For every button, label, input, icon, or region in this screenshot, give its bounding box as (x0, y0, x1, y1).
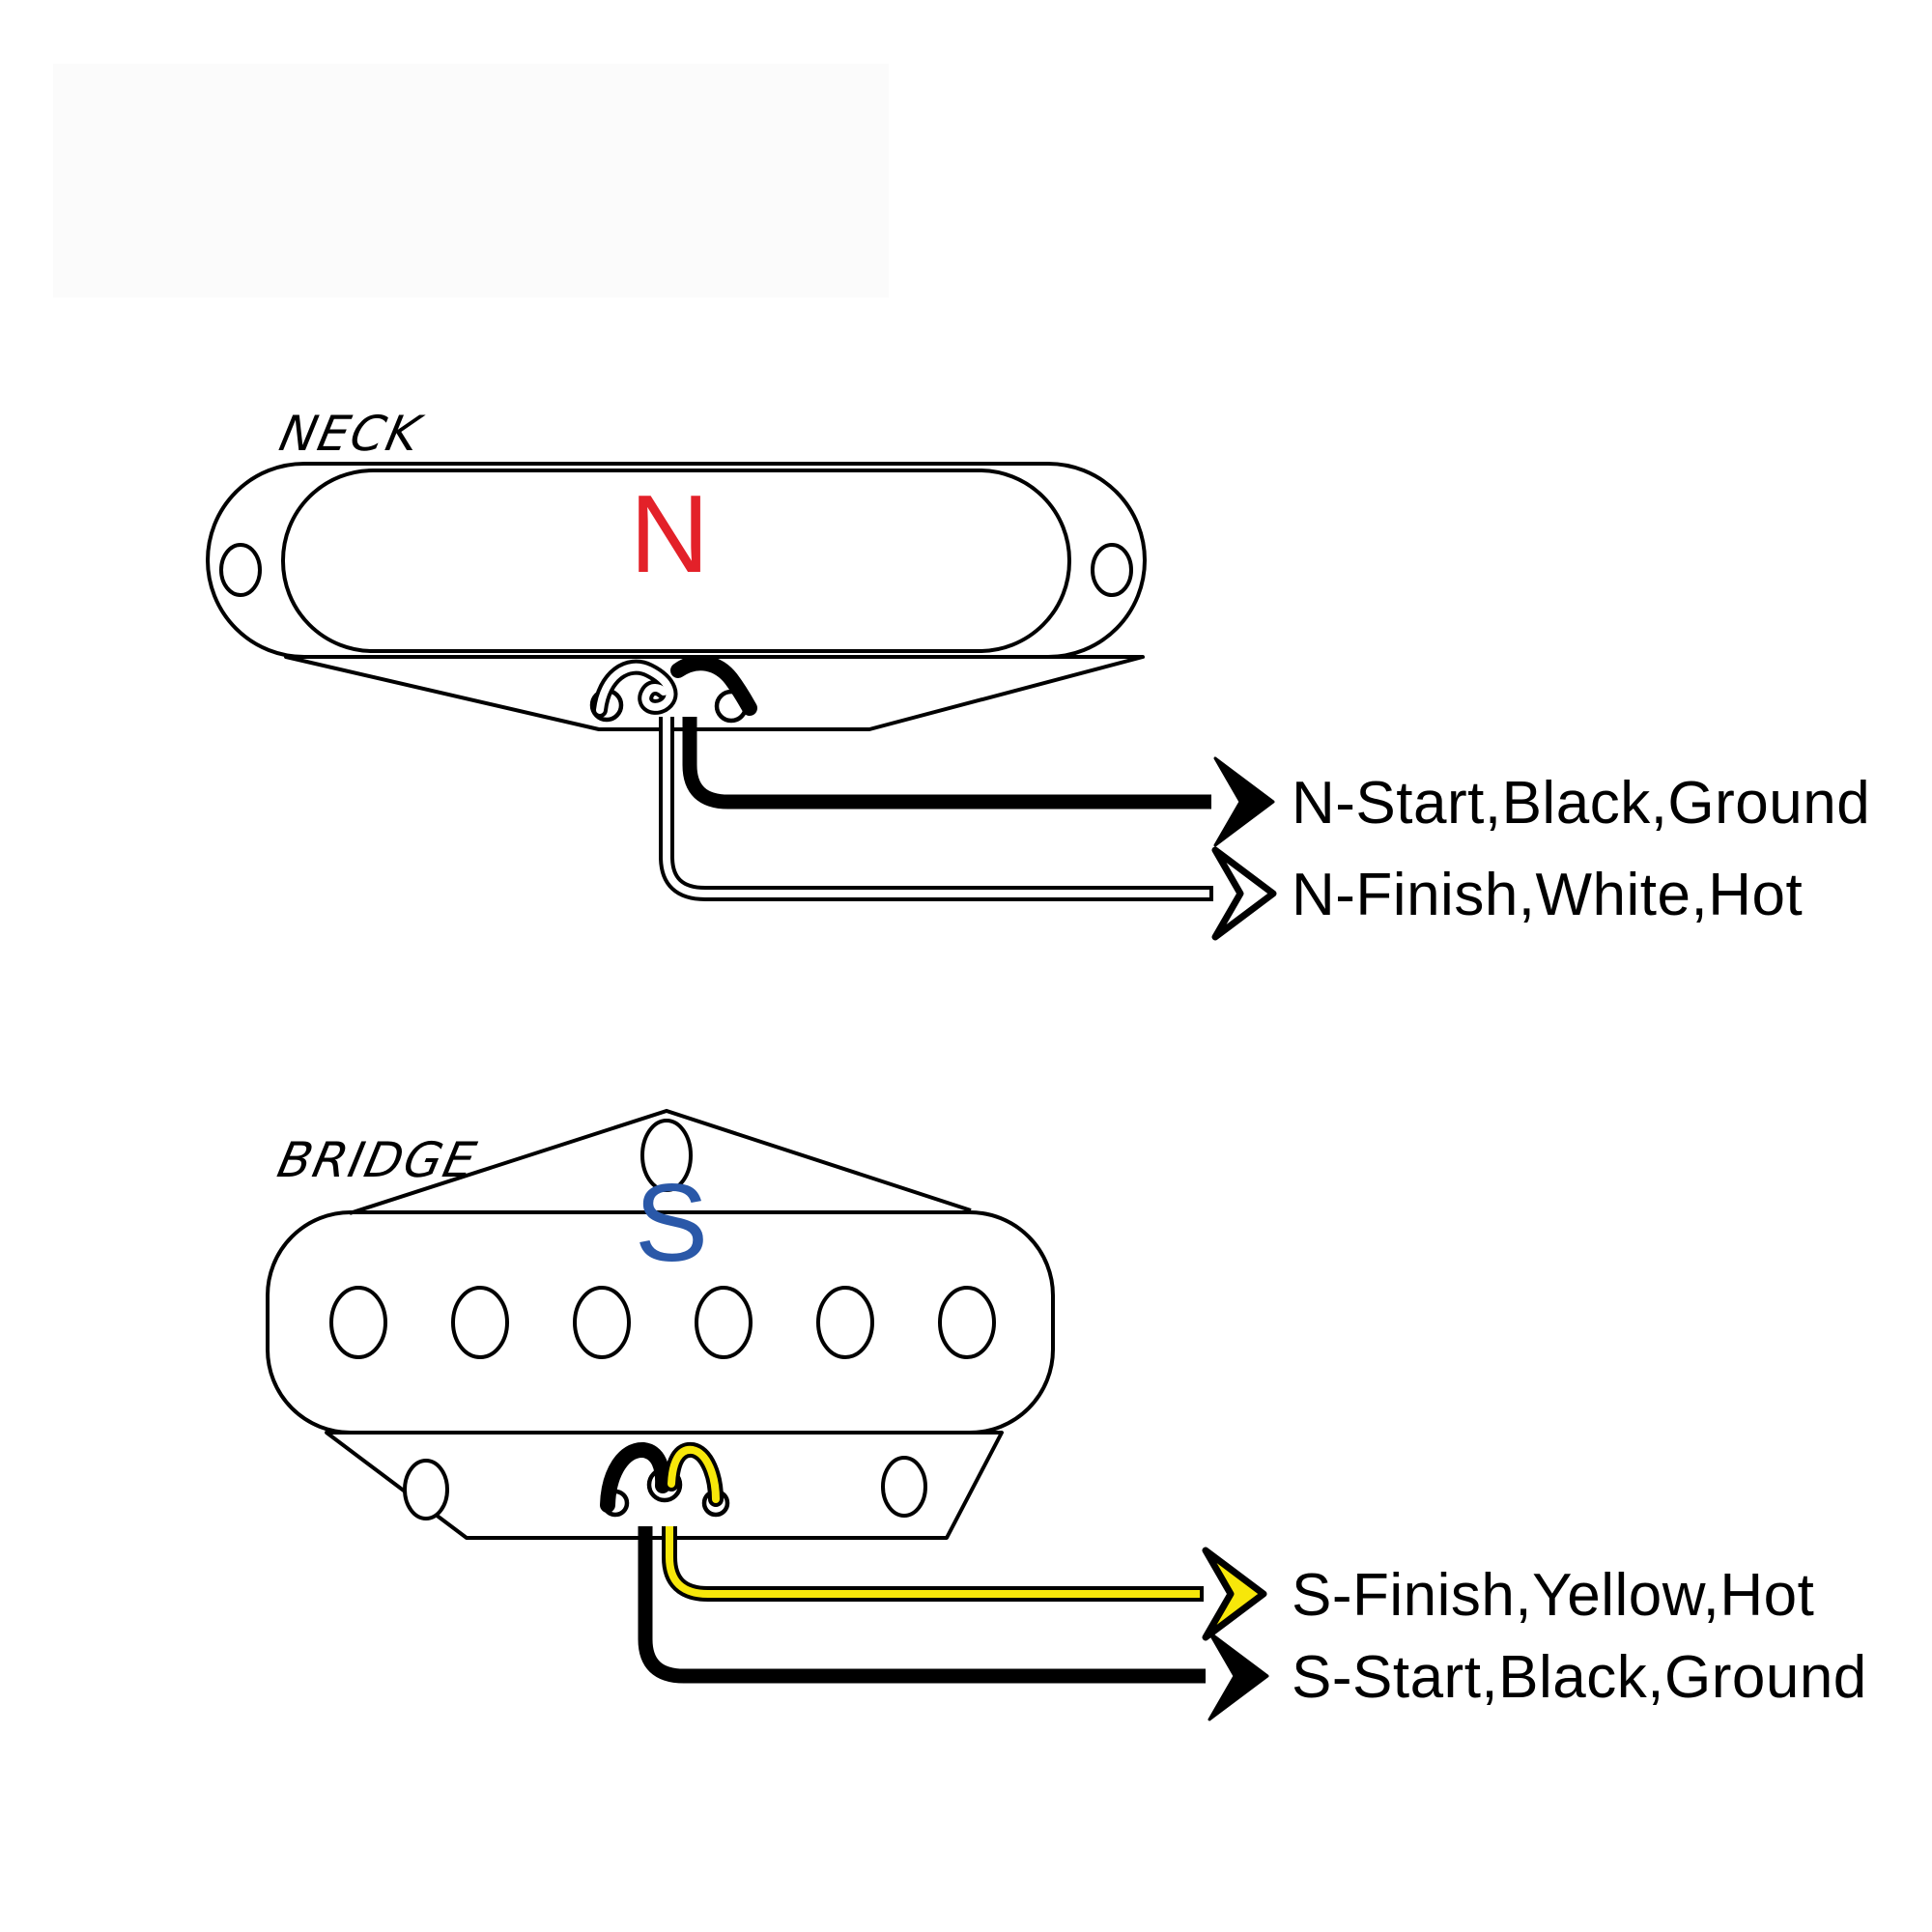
pole-piece (451, 1286, 509, 1359)
bridge-pickup: BRIDGE S (266, 1108, 1867, 1721)
pole-piece (573, 1286, 631, 1359)
bridge-ground-wire (638, 1526, 1206, 1684)
bridge-section-label: BRIDGE (272, 1132, 482, 1188)
bridge-polarity-letter: S (635, 1162, 708, 1285)
bridge-mounting-hole-left (403, 1459, 449, 1520)
bridge-ground-label: S-Start,Black,Ground (1292, 1644, 1867, 1711)
bridge-hot-wire (666, 1526, 1200, 1598)
bridge-hot-wire-hook (668, 1445, 720, 1503)
neck-hot-label: N-Finish,White,Hot (1292, 862, 1803, 928)
neck-hot-wire-hook (596, 663, 674, 714)
pole-piece (938, 1286, 996, 1359)
pole-piece (329, 1286, 387, 1359)
bridge-mount-tab (349, 1108, 972, 1215)
bridge-ground-wire-hook (600, 1442, 671, 1513)
bridge-mount-hole-top (640, 1119, 693, 1192)
neck-mounting-hole-left (219, 543, 262, 597)
pole-piece (695, 1286, 753, 1359)
neck-mounting-hole-right (1091, 543, 1133, 597)
neck-ground-wire-hook (670, 655, 757, 716)
neck-polarity-letter: N (630, 473, 709, 596)
neck-ground-arrowhead (1213, 756, 1275, 847)
pole-piece (816, 1286, 874, 1359)
neck-ground-wire (682, 717, 1211, 810)
neck-hot-arrowhead (1211, 846, 1277, 941)
bridge-pickup-body (266, 1210, 1055, 1435)
neck-ground-label: N-Start,Black,Ground (1292, 770, 1870, 837)
bridge-ground-arrowhead (1208, 1631, 1269, 1721)
watermark-area (53, 64, 889, 298)
neck-section-label: NECK (274, 406, 428, 462)
neck-pickup-cover (281, 469, 1071, 653)
bridge-pole-pieces (329, 1286, 996, 1359)
neck-pickup: NECK N N-Start,Black,Ground N-Finish,Whi… (206, 406, 1870, 941)
neck-hot-wire (663, 717, 1209, 897)
bridge-mounting-hole-right (881, 1456, 927, 1518)
bridge-hot-arrowhead (1202, 1547, 1267, 1641)
bridge-hot-label: S-Finish,Yellow,Hot (1292, 1562, 1814, 1629)
